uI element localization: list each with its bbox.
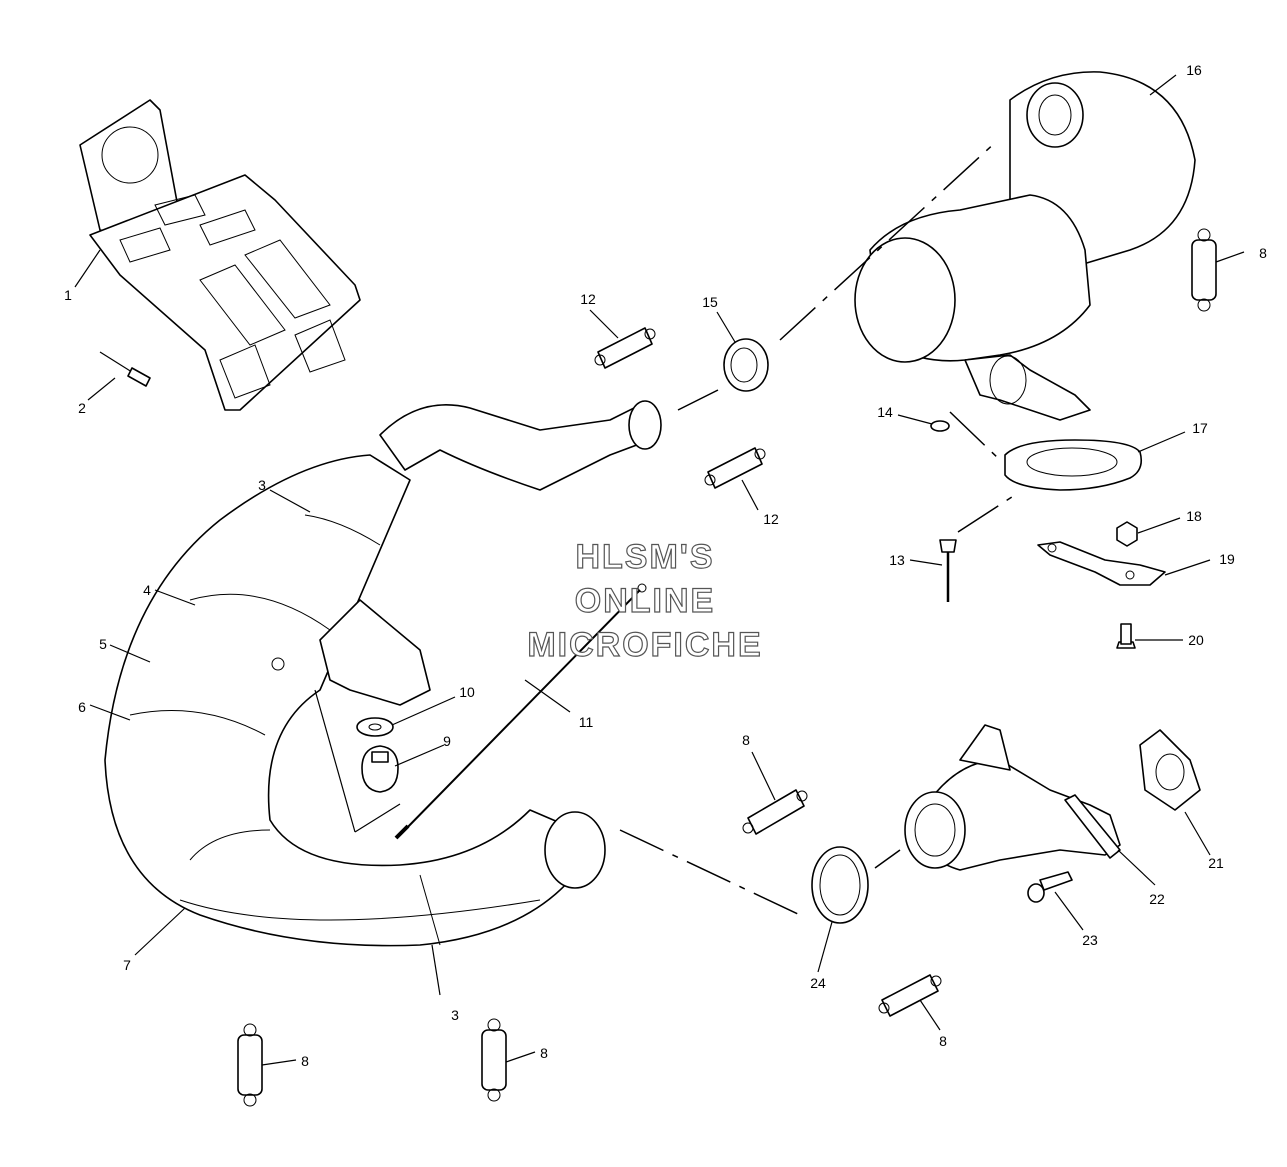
spring-part-12-b [704,447,766,489]
callout-18: 18 [1186,508,1202,524]
callout-20: 20 [1188,632,1204,648]
callout-4: 4 [143,582,151,598]
callout-12: 12 [580,291,596,307]
callout-10: 10 [459,684,475,700]
part-16-muffler [854,71,1196,421]
part-1-mounting-plate [79,99,361,411]
callout-17: 17 [1192,420,1208,436]
part-15-seal-ring [723,338,769,392]
callout-13: 13 [889,552,905,568]
callout-7: 7 [123,957,131,973]
callout-16: 16 [1186,62,1202,78]
part-13-rivet [939,539,957,602]
part-17-gasket [1004,439,1143,491]
callout-9: 9 [443,733,451,749]
callout-8: 8 [939,1033,947,1049]
assembly-lines [314,139,1016,916]
callout-24: 24 [810,975,826,991]
callout-14: 14 [877,404,893,420]
part-21-flange-gasket [1139,729,1201,811]
callout-8: 8 [540,1045,548,1061]
callout-12: 12 [763,511,779,527]
callout-labels: 1 2 3 3 4 5 6 7 8 8 8 8 8 9 10 11 12 12 … [64,62,1267,1069]
callout-15: 15 [702,294,718,310]
callout-1: 1 [64,287,72,303]
part-19-bracket [1037,541,1166,586]
part-22-exhaust-manifold [904,724,1121,871]
callout-21: 21 [1208,855,1224,871]
callout-8: 8 [742,732,750,748]
callout-5: 5 [99,636,107,652]
callout-19: 19 [1219,551,1235,567]
leader-lines [74,74,1245,1066]
callout-8: 8 [301,1053,309,1069]
callout-11: 11 [579,714,594,730]
callout-23: 23 [1082,932,1098,948]
part-2-rivet [99,351,151,387]
part-14-small-washer [930,420,950,432]
part-24-seal-ring [811,846,869,924]
watermark-line-3: MICROFICHE [527,626,762,664]
spring-part-8-top-right [1191,228,1217,312]
callout-6: 6 [78,699,86,715]
watermark-line-1: HLSM'S [575,538,714,576]
spring-part-8-middle [742,789,808,835]
part-23-bolt [1027,871,1073,903]
watermark: HLSM'S ONLINE MICROFICHE [527,537,762,664]
expansion-chamber [104,400,662,947]
part-20-bolt [1116,623,1136,649]
callout-2: 2 [78,400,86,416]
part-9-grommet [361,745,399,793]
spring-part-8-lower-right [878,974,942,1017]
callout-3: 3 [451,1007,459,1023]
callout-8: 8 [1259,245,1267,261]
spring-part-8-bottom-left [237,1023,263,1107]
watermark-line-2: ONLINE [575,582,715,620]
callout-3: 3 [258,477,266,493]
spring-part-8-bottom-middle [481,1018,507,1102]
callout-22: 22 [1149,891,1165,907]
part-10-washer [356,717,394,737]
part-11-cable [394,583,647,840]
spring-part-12-a [594,327,656,369]
part-18-nut [1116,521,1138,547]
